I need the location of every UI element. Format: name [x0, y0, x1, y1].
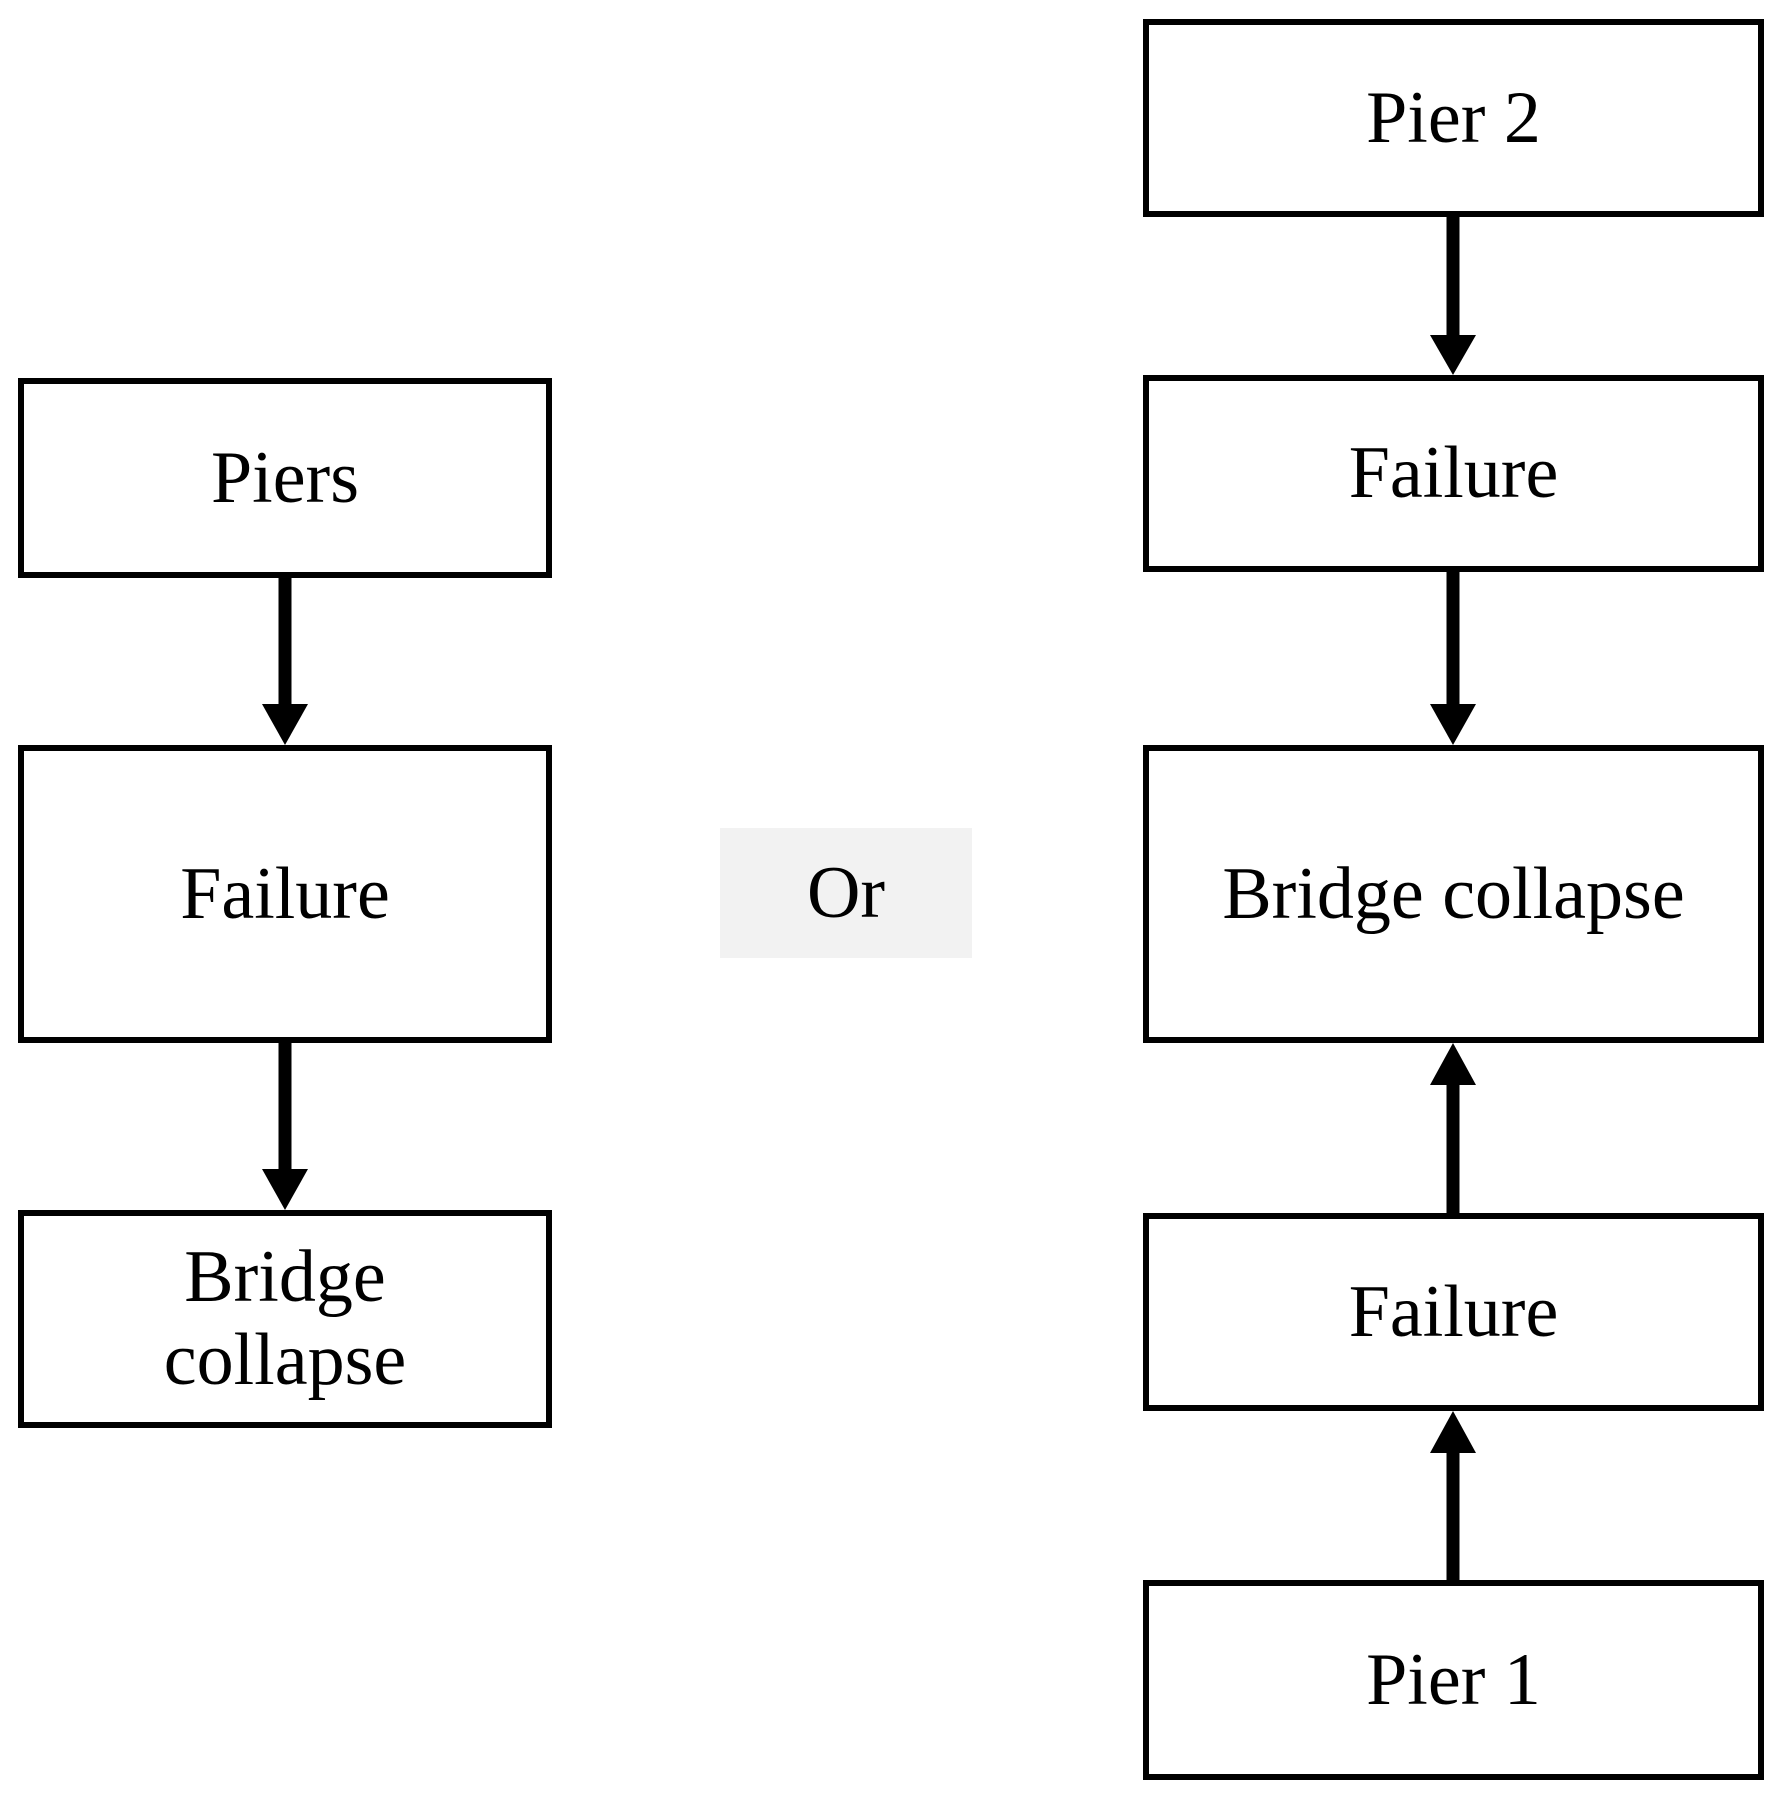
- bridge-collapse-label-left: Bridge collapse: [164, 1236, 406, 1402]
- failure-label-right-bottom: Failure: [1348, 1270, 1559, 1353]
- pier2-node: Pier 2: [1143, 19, 1764, 217]
- pier2-label: Pier 2: [1366, 76, 1541, 159]
- failure-node-left: Failure: [18, 745, 552, 1043]
- arrow-failure-to-collapse-right: [1430, 572, 1476, 745]
- piers-node: Piers: [18, 378, 552, 578]
- bridge-collapse-line2: collapse: [163, 1319, 407, 1401]
- arrow-pier1-to-failure: [1430, 1411, 1476, 1580]
- pier1-label: Pier 1: [1366, 1638, 1541, 1721]
- failure-node-right-bottom: Failure: [1143, 1213, 1764, 1411]
- failure-label-right-top: Failure: [1348, 432, 1559, 515]
- arrow-piers-to-failure: [262, 578, 308, 745]
- failure-node-right-top: Failure: [1143, 375, 1764, 572]
- arrow-pier2-to-failure: [1430, 217, 1476, 375]
- bridge-collapse-node-right: Bridge collapse: [1143, 745, 1764, 1043]
- piers-label: Piers: [211, 436, 359, 519]
- arrow-failure-to-collapse-left: [262, 1043, 308, 1210]
- or-label: Or: [806, 851, 886, 934]
- or-separator: Or: [720, 828, 972, 958]
- bridge-collapse-line1: Bridge: [184, 1236, 386, 1319]
- failure-label-left: Failure: [180, 852, 390, 935]
- pier1-node: Pier 1: [1143, 1580, 1764, 1780]
- arrow-failure-bottom-to-collapse: [1430, 1043, 1476, 1213]
- bridge-collapse-node-left: Bridge collapse: [18, 1210, 552, 1428]
- bridge-collapse-label-right: Bridge collapse: [1222, 852, 1685, 935]
